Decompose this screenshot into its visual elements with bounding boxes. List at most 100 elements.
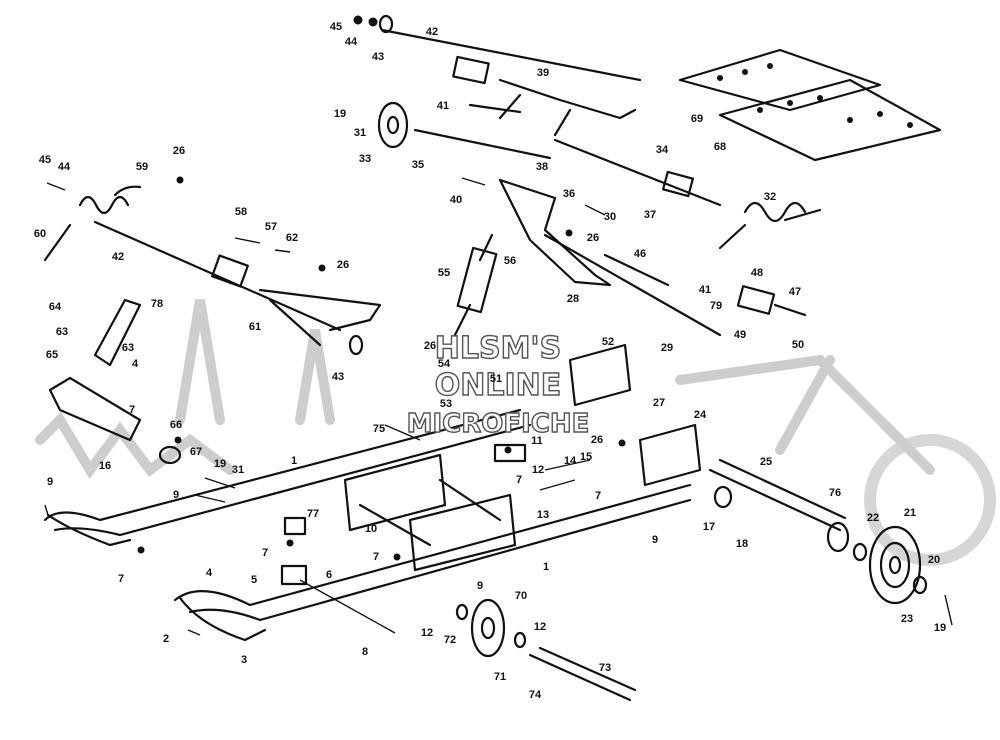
- part-callout-28: 28: [567, 293, 579, 305]
- part-callout-41: 41: [699, 284, 711, 296]
- part-callout-24: 24: [694, 409, 707, 421]
- front-lever-and-block: [48, 298, 182, 465]
- part-callout-17: 17: [703, 521, 715, 533]
- part-callout-12: 12: [534, 621, 546, 633]
- part-callout-9: 9: [652, 534, 658, 546]
- part-callout-63: 63: [56, 326, 68, 338]
- part-callout-7: 7: [373, 551, 379, 563]
- part-callout-18: 18: [736, 538, 748, 550]
- part-callout-42: 42: [112, 251, 124, 263]
- part-callout-53: 53: [440, 398, 452, 410]
- part-callout-3: 3: [241, 654, 247, 666]
- torsion-spring-left: [43, 185, 142, 262]
- part-callout-26: 26: [424, 340, 436, 352]
- part-callout-44: 44: [58, 161, 71, 173]
- part-callout-5: 5: [251, 574, 257, 586]
- part-callout-38: 38: [536, 161, 548, 173]
- part-callout-41: 41: [437, 100, 449, 112]
- watermark-line3: MICROFICHE: [407, 409, 590, 439]
- watermark-line1: HLSM'S: [435, 331, 561, 366]
- part-callout-65: 65: [46, 349, 58, 361]
- part-callout-73: 73: [599, 662, 611, 674]
- part-callout-27: 27: [653, 397, 665, 409]
- part-callout-25: 25: [760, 456, 772, 468]
- part-callout-7: 7: [595, 490, 601, 502]
- slide-rails: [43, 408, 692, 642]
- part-callout-16: 16: [99, 460, 111, 472]
- part-callout-23: 23: [901, 613, 913, 625]
- rear-idler-wheel: [852, 525, 928, 605]
- part-callout-52: 52: [602, 336, 614, 348]
- part-callout-9: 9: [173, 489, 179, 501]
- part-callout-7: 7: [516, 474, 522, 486]
- torsion-spring-right: [718, 201, 822, 250]
- part-callout-39: 39: [537, 67, 549, 79]
- part-callout-43: 43: [332, 371, 344, 383]
- part-callout-54: 54: [438, 358, 451, 370]
- part-callout-71: 71: [494, 671, 506, 683]
- part-callout-42: 42: [426, 26, 438, 38]
- part-callout-32: 32: [764, 191, 776, 203]
- part-callout-6: 6: [326, 569, 332, 581]
- part-callout-35: 35: [412, 159, 424, 171]
- part-callout-55: 55: [438, 267, 450, 279]
- part-callout-36: 36: [563, 188, 575, 200]
- part-callout-43: 43: [372, 51, 384, 63]
- part-callout-19: 19: [934, 622, 946, 634]
- part-callout-1: 1: [543, 561, 549, 573]
- part-callout-7: 7: [262, 547, 268, 559]
- part-callout-79: 79: [710, 300, 722, 312]
- part-callout-2: 2: [163, 633, 169, 645]
- part-callout-29: 29: [661, 342, 673, 354]
- part-callout-11: 11: [531, 435, 543, 447]
- part-callout-63: 63: [122, 342, 134, 354]
- part-callout-4: 4: [206, 567, 213, 579]
- part-callout-40: 40: [450, 194, 462, 206]
- site-watermark: HLSM'S ONLINE MICROFICHE: [406, 330, 590, 439]
- rear-axle: [708, 458, 850, 553]
- part-callout-50: 50: [792, 339, 804, 351]
- part-callout-1: 1: [291, 455, 297, 467]
- upper-shaft-assembly: [353, 14, 722, 207]
- part-callout-72: 72: [444, 634, 456, 646]
- part-callout-68: 68: [714, 141, 726, 153]
- part-callout-33: 33: [359, 153, 371, 165]
- part-callout-4: 4: [132, 358, 139, 370]
- part-callout-7: 7: [129, 404, 135, 416]
- part-callout-46: 46: [634, 248, 646, 260]
- part-callout-75: 75: [373, 423, 385, 435]
- track-clips: [678, 48, 942, 162]
- part-callout-58: 58: [235, 206, 247, 218]
- background-watermark: [35, 299, 996, 566]
- slider-blocks: [493, 343, 702, 487]
- part-callout-59: 59: [136, 161, 148, 173]
- part-callout-60: 60: [34, 228, 46, 240]
- part-callout-26: 26: [587, 232, 599, 244]
- part-callout-45: 45: [330, 21, 342, 33]
- part-callout-26: 26: [337, 259, 349, 271]
- part-callout-31: 31: [232, 464, 244, 476]
- part-callout-70: 70: [515, 590, 527, 602]
- part-callout-26: 26: [173, 145, 185, 157]
- watermark-line2: ONLINE: [435, 368, 562, 403]
- front-arm-assembly: [93, 220, 382, 356]
- part-callout-78: 78: [151, 298, 163, 310]
- mounting-bracket: [736, 285, 807, 317]
- part-callout-49: 49: [734, 329, 746, 341]
- part-callout-22: 22: [867, 512, 879, 524]
- part-callout-76: 76: [829, 487, 841, 499]
- part-callout-31: 31: [354, 127, 366, 139]
- part-callout-13: 13: [537, 509, 549, 521]
- part-callout-61: 61: [249, 321, 261, 333]
- part-callout-64: 64: [49, 301, 62, 313]
- part-callout-9: 9: [477, 580, 483, 592]
- part-callout-37: 37: [644, 209, 656, 221]
- part-callout-8: 8: [362, 646, 368, 658]
- rear-arm-and-shock: [453, 178, 722, 337]
- part-callout-66: 66: [170, 419, 182, 431]
- part-callout-69: 69: [691, 113, 703, 125]
- part-callout-77: 77: [307, 508, 319, 520]
